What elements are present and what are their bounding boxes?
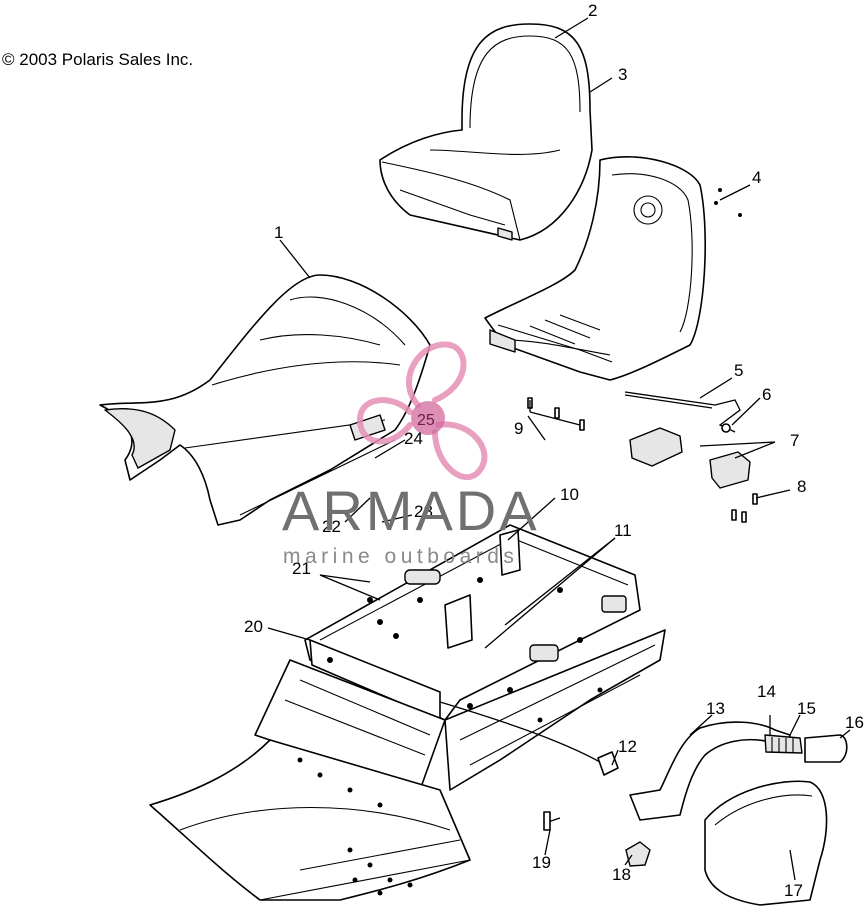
callout-19: 19 — [532, 853, 551, 872]
watermark-tagline: marine outboards — [283, 545, 519, 568]
callout-13: 13 — [706, 699, 725, 718]
chassis-tunnel — [149, 524, 666, 901]
callout-12: 12 — [618, 737, 637, 756]
callout-1: 1 — [274, 223, 283, 242]
callout-14: 14 — [757, 682, 776, 701]
callout-4: 4 — [752, 168, 761, 187]
callout-22: 22 — [322, 517, 341, 536]
callout-3: 3 — [618, 65, 627, 84]
watermark-badge-number: 25 — [417, 412, 435, 429]
backrest-cushion — [379, 23, 593, 241]
handle-cover — [704, 780, 828, 906]
callout-5: 5 — [734, 361, 743, 380]
leader-lines — [267, 17, 851, 881]
callout-8: 8 — [797, 477, 806, 496]
bushing-clamp-bolt — [543, 751, 651, 867]
copyright-notice: © 2003 Polaris Sales Inc. — [2, 50, 194, 69]
callout-20: 20 — [244, 617, 263, 636]
callout-24: 24 — [404, 429, 423, 448]
watermark-brand: ARMADA — [282, 479, 540, 542]
callout-6: 6 — [762, 385, 771, 404]
watermark-propeller — [356, 341, 488, 480]
callout-9: 9 — [514, 419, 523, 438]
grab-handle — [629, 721, 848, 821]
callout-2: 2 — [588, 1, 597, 20]
small-hardware — [527, 188, 758, 523]
callout-17: 17 — [784, 881, 803, 900]
callout-18: 18 — [612, 865, 631, 884]
callout-10: 10 — [560, 485, 579, 504]
seat-shell — [484, 156, 706, 381]
main-seat — [99, 274, 431, 526]
callout-11: 11 — [614, 521, 632, 540]
callout-16: 16 — [845, 713, 864, 732]
callout-23: 23 — [414, 502, 433, 521]
callout-21: 21 — [292, 559, 311, 578]
callout-15: 15 — [797, 699, 816, 718]
callout-7: 7 — [790, 431, 799, 450]
